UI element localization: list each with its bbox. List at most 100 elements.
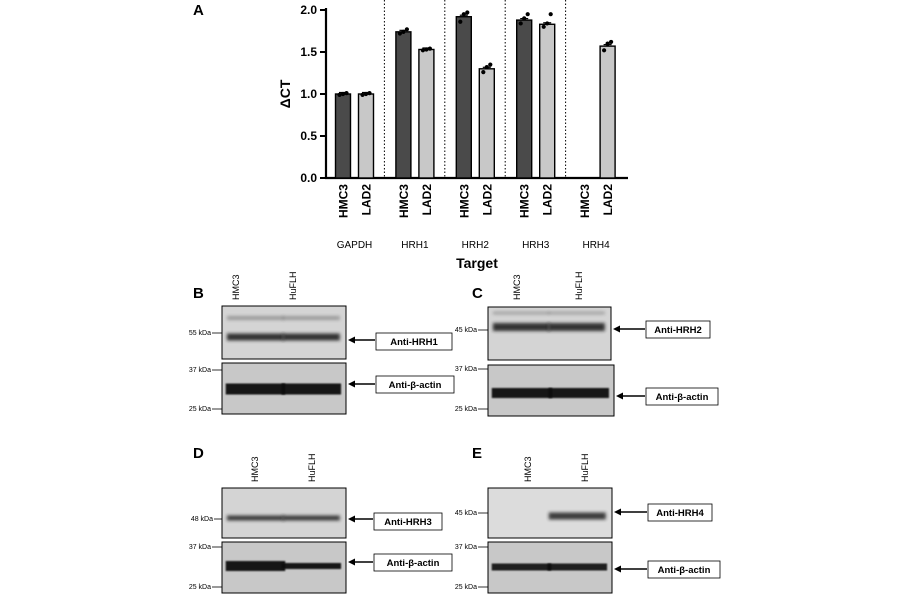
antibody-label: Anti-HRH1 xyxy=(390,337,438,348)
marker-label: 25 kDa xyxy=(455,584,477,591)
marker-label: 37 kDa xyxy=(189,367,211,374)
target-label: HRH2 xyxy=(462,240,490,251)
protein-band xyxy=(226,515,284,521)
data-point xyxy=(541,24,546,29)
protein-band xyxy=(282,316,340,320)
loading-control-label-box xyxy=(373,553,453,572)
data-point xyxy=(401,29,406,34)
data-point xyxy=(404,27,409,32)
marker-label: 45 kDa xyxy=(455,327,477,334)
bar xyxy=(455,16,472,179)
blot-membrane-top xyxy=(487,306,612,361)
antibody-label: Anti-HRH3 xyxy=(384,517,432,528)
data-point xyxy=(367,91,372,96)
arrow-head-icon xyxy=(613,325,620,333)
data-point xyxy=(458,19,463,24)
bar xyxy=(478,68,495,179)
blot-panel-e: E HMC3 HuFLH 45 kDa 37 kDa 25 kDa Anti-HRH4Ant… xyxy=(455,445,721,594)
panel-label-e: E xyxy=(472,445,482,462)
data-point xyxy=(340,91,346,97)
lane-label: HuFLH xyxy=(307,453,317,482)
data-point xyxy=(397,31,402,36)
panel-label-a: A xyxy=(193,2,204,19)
y-axis-label: ΔCT xyxy=(277,79,293,108)
loading-control-label-box xyxy=(647,560,721,579)
protein-band xyxy=(282,333,340,341)
data-point xyxy=(548,12,553,17)
loading-control-label: Anti-β-actin xyxy=(389,380,442,391)
antibody-label-box xyxy=(647,503,713,522)
marker-label: 25 kDa xyxy=(189,406,211,413)
lane-label: HuFLH xyxy=(580,453,590,482)
protein-band xyxy=(548,388,609,398)
data-point xyxy=(424,47,429,52)
protein-band xyxy=(225,561,286,571)
x-axis-label: Target xyxy=(456,255,498,271)
loading-control-label: Anti-β-actin xyxy=(387,558,440,569)
protein-band xyxy=(281,563,342,569)
data-point xyxy=(488,62,493,67)
target-label: HRH4 xyxy=(582,240,610,251)
marker-label: 45 kDa xyxy=(455,510,477,517)
lane-label: HMC3 xyxy=(523,456,533,482)
data-point xyxy=(609,39,614,45)
protein-band xyxy=(548,311,605,315)
antibody-label: Anti-HRH4 xyxy=(656,508,704,519)
bar xyxy=(599,45,616,179)
arrow-head-icon xyxy=(616,392,623,400)
protein-band xyxy=(547,563,608,571)
target-label: GAPDH xyxy=(337,240,373,251)
panel-label-c: C xyxy=(472,285,483,302)
antibody-label-box xyxy=(373,512,443,531)
sample-label: LAD2 xyxy=(360,184,374,216)
arrow-head-icon xyxy=(348,515,355,523)
data-point xyxy=(605,41,610,46)
marker-label: 25 kDa xyxy=(455,406,477,413)
protein-band xyxy=(226,316,284,320)
data-point xyxy=(522,16,527,21)
y-tick-label: 1.5 xyxy=(300,45,317,59)
marker-label: 48 kDa xyxy=(191,516,213,523)
sample-label: HMC3 xyxy=(518,184,532,218)
data-point xyxy=(545,21,550,26)
data-point xyxy=(363,91,369,97)
sample-label: LAD2 xyxy=(420,184,434,216)
data-point xyxy=(427,46,432,51)
protein-band xyxy=(492,311,550,315)
lane-label: HuFLH xyxy=(288,271,298,300)
blot-membrane-top xyxy=(221,487,347,539)
bar xyxy=(539,23,556,179)
sample-label: LAD2 xyxy=(480,184,494,216)
antibody-label-box xyxy=(645,320,711,339)
bar xyxy=(395,31,412,179)
bar xyxy=(516,19,533,179)
marker-label: 55 kDa xyxy=(189,330,211,337)
marker-label: 37 kDa xyxy=(455,544,477,551)
data-point xyxy=(525,12,530,17)
bar xyxy=(334,93,352,179)
loading-control-label: Anti-β-actin xyxy=(658,565,711,576)
antibody-label: Anti-HRH2 xyxy=(654,325,702,336)
data-point xyxy=(602,48,607,53)
data-point xyxy=(337,92,342,97)
sample-label: HMC3 xyxy=(457,184,471,218)
data-point xyxy=(420,48,425,53)
protein-band xyxy=(548,323,605,331)
blot-membrane-top xyxy=(221,305,347,360)
lane-label: HMC3 xyxy=(231,274,241,300)
arrow-head-icon xyxy=(348,336,355,344)
data-point xyxy=(465,10,470,15)
arrow-head-icon xyxy=(348,380,355,388)
protein-band xyxy=(491,563,552,571)
protein-band xyxy=(225,383,286,395)
marker-label: 25 kDa xyxy=(189,584,211,591)
sample-label: HMC3 xyxy=(337,184,351,218)
arrow-head-icon xyxy=(614,508,621,516)
lane-label: HMC3 xyxy=(512,274,522,300)
target-label: HRH3 xyxy=(522,240,550,251)
y-tick-label: 0.0 xyxy=(300,171,317,185)
